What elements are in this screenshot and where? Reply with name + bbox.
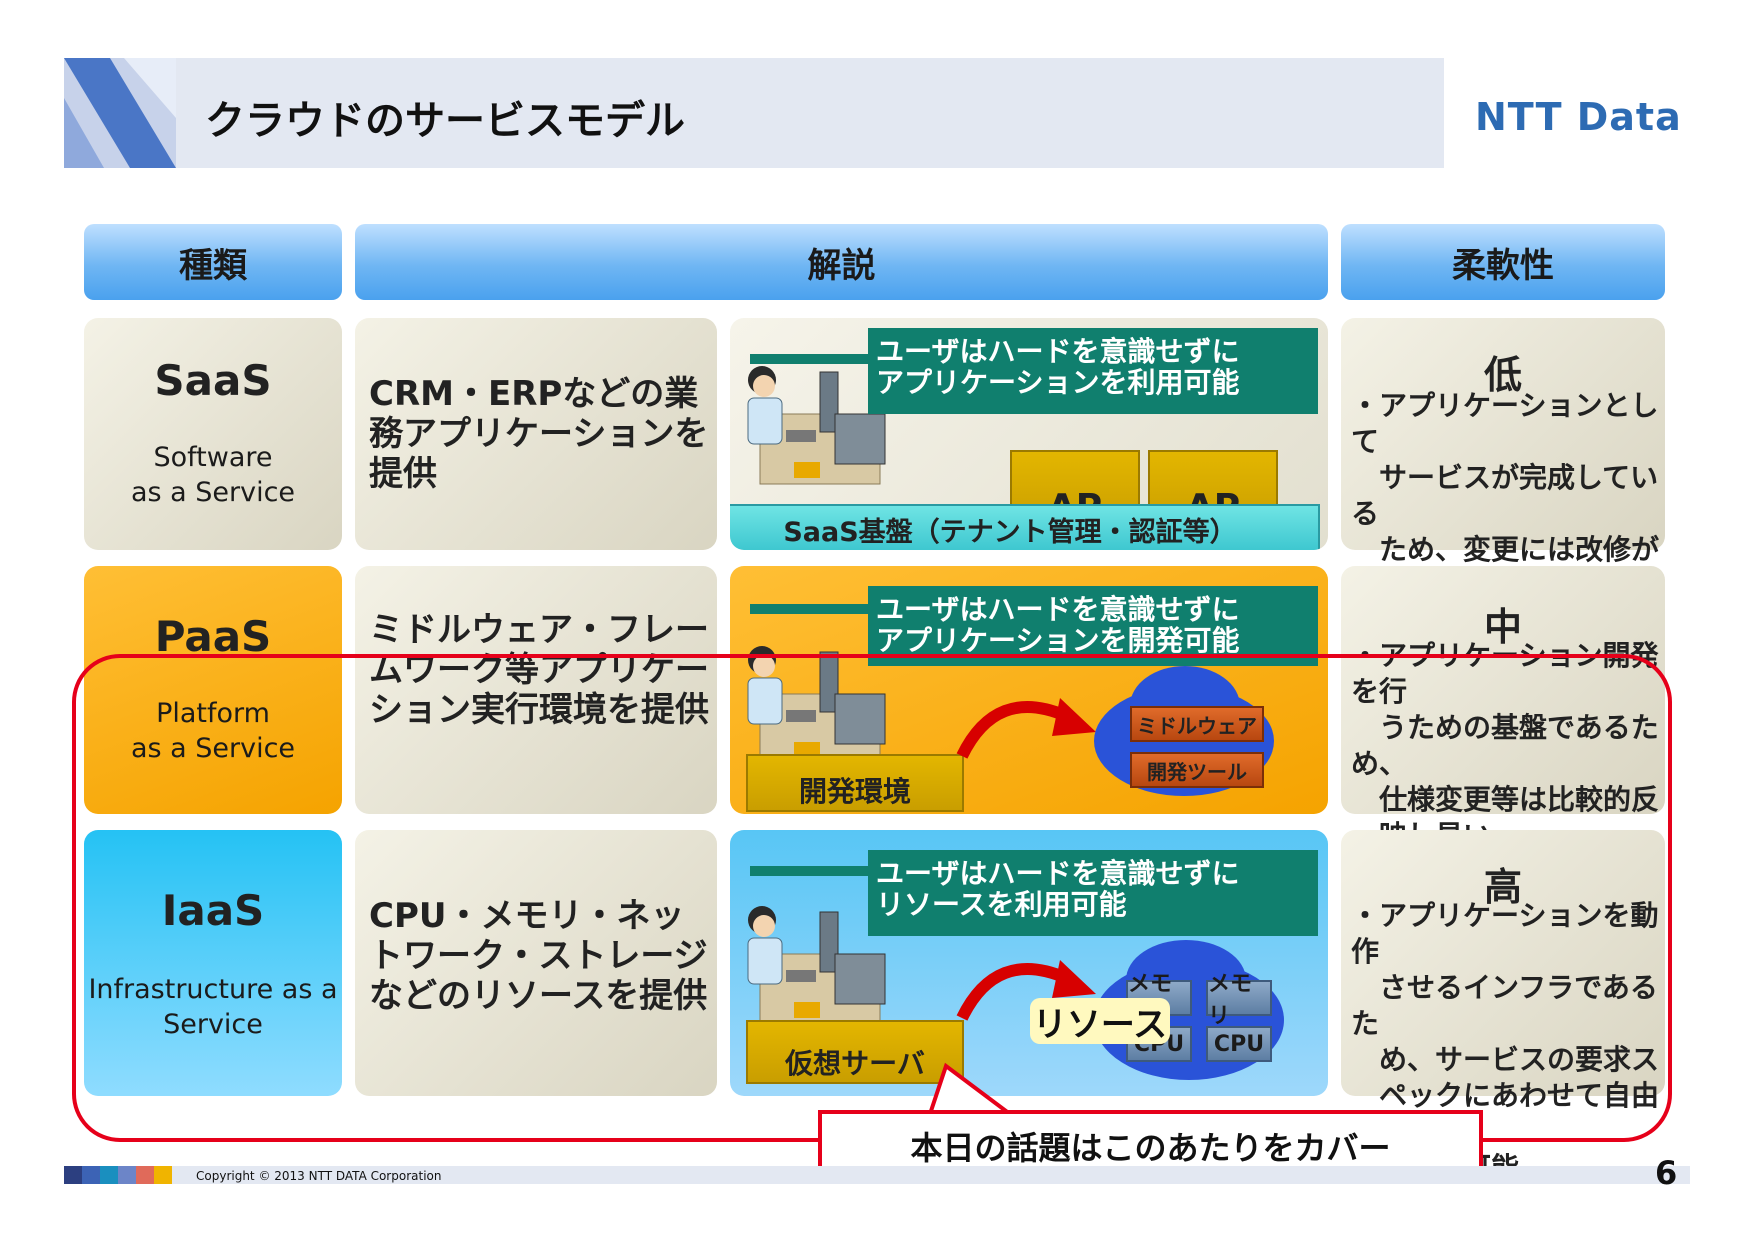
note-box: ユーザはハードを意識せずに リソースを利用可能 <box>868 850 1318 936</box>
type-sub: Infrastructure as a Service <box>88 974 338 1040</box>
page-number: 6 <box>1655 1154 1678 1192</box>
memory-block-2: メモリ <box>1206 972 1272 1029</box>
dev-environment-block: 開発環境 <box>746 754 964 812</box>
type-card-iaas: IaaS Infrastructure as a Service <box>84 830 342 1096</box>
footer-band <box>64 1166 1690 1184</box>
user-at-computer-icon <box>747 906 886 1025</box>
dev-tool-block: 開発ツール <box>1130 752 1264 788</box>
flex-card-paas: 中 ・アプリケーション開発を行 うための基盤であるため、 仕様変更等は比較的反 … <box>1341 566 1665 852</box>
arrow-icon <box>956 698 1096 759</box>
highlight-outline <box>72 654 1672 1142</box>
diagram-card-saas: ユーザはハードを意識せずに アプリケーションを利用可能 AP AP SaaS基盤… <box>730 318 1328 550</box>
description-text: CPU・メモリ・ネットワーク・ストレージなどのリソースを提供 <box>369 896 708 1016</box>
virtual-server-block: 仮想サーバ <box>746 1020 964 1084</box>
description-text: CRM・ERPなどの業務アプリケーションを提供 <box>369 374 709 494</box>
column-header-flexibility: 柔軟性 <box>1341 224 1665 300</box>
footer-color-square <box>136 1166 154 1184</box>
diagram-card-iaas: ユーザはハードを意識せずに リソースを利用可能 仮想サーバ メモリ メモリ CP… <box>730 830 1328 1096</box>
type-name: SaaS <box>154 356 272 405</box>
diagram-card-paas: ユーザはハードを意識せずに アプリケーションを開発可能 開発環境 ミドルウェア … <box>730 566 1328 814</box>
footer-color-square <box>100 1166 118 1184</box>
column-header-description: 解説 <box>355 224 1328 300</box>
type-name: PaaS <box>154 612 272 661</box>
page-title: クラウドのサービスモデル <box>205 98 685 144</box>
flex-text: ・アプリケーションとして サービスが完成している ため、変更には改修が 伴う <box>1351 389 1660 602</box>
type-card-paas: PaaS Platform as a Service <box>84 566 342 814</box>
footer-color-square <box>118 1166 136 1184</box>
type-name: IaaS <box>161 886 265 935</box>
arrow-icon <box>956 960 1096 1021</box>
footer-color-square <box>154 1166 172 1184</box>
connector-line <box>750 604 900 614</box>
connector-line <box>750 354 900 364</box>
footer-color-square <box>64 1166 82 1184</box>
note-box: ユーザはハードを意識せずに アプリケーションを開発可能 <box>868 586 1318 666</box>
flex-level: 高 <box>1483 865 1522 909</box>
flex-card-iaas: 高 ・アプリケーションを動作 させるインフラであるた め、サービスの要求ス ペッ… <box>1341 830 1665 1184</box>
header-band <box>64 58 1444 168</box>
flex-level: 中 <box>1483 605 1522 649</box>
description-card-iaas: CPU・メモリ・ネットワーク・ストレージなどのリソースを提供 <box>355 830 717 1096</box>
cpu-block-2: CPU <box>1206 1026 1272 1062</box>
column-header-type: 種類 <box>84 224 342 300</box>
header-corner-graphic <box>64 58 176 168</box>
description-card-saas: CRM・ERPなどの業務アプリケーションを提供 <box>355 318 717 550</box>
note-box: ユーザはハードを意識せずに アプリケーションを利用可能 <box>868 328 1318 414</box>
copyright-text: Copyright © 2013 NTT DATA Corporation <box>196 1169 442 1183</box>
user-at-computer-icon <box>747 366 886 485</box>
connector-line <box>750 866 900 876</box>
saas-platform-block: SaaS基盤（テナント管理・認証等） <box>730 504 1320 550</box>
flex-card-saas: 低 ・アプリケーションとして サービスが完成している ため、変更には改修が 伴う <box>1341 318 1665 602</box>
footer-color-square <box>82 1166 100 1184</box>
brand-logo: NTT Data <box>1475 95 1682 139</box>
flex-text: ・アプリケーションを動作 させるインフラであるた め、サービスの要求ス ペックに… <box>1351 899 1660 1184</box>
flex-level: 低 <box>1483 353 1522 397</box>
type-sub: Software as a Service <box>130 442 296 508</box>
resource-label: リソース <box>1030 998 1170 1045</box>
middleware-block: ミドルウェア <box>1130 706 1264 742</box>
type-sub: Platform as a Service <box>130 698 296 764</box>
type-card-saas: SaaS Software as a Service <box>84 318 342 550</box>
